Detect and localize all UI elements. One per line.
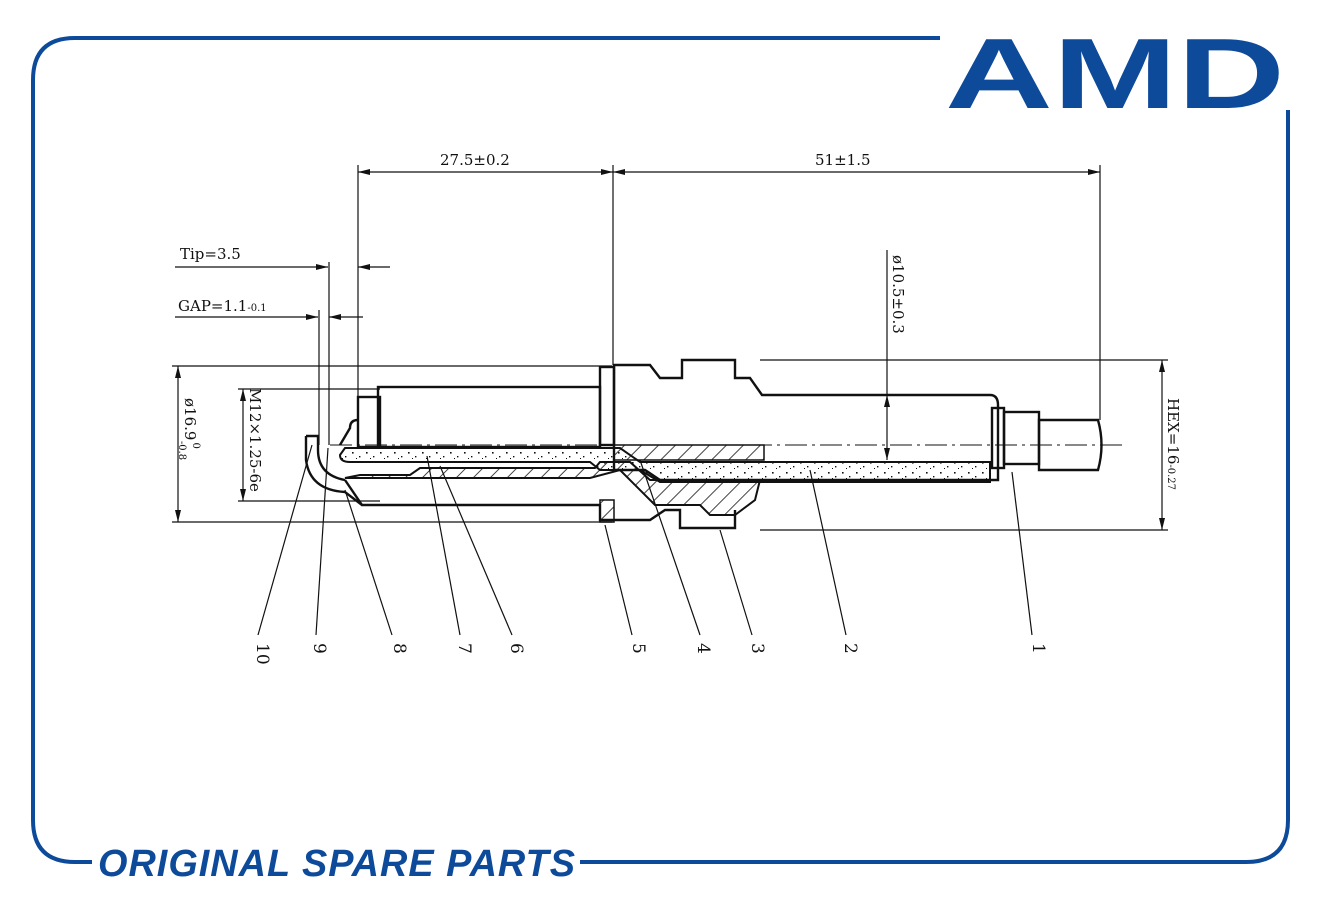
amd-logo: AMD xyxy=(945,18,1285,130)
part-label-10: 10 xyxy=(252,643,272,665)
part-label-5: 5 xyxy=(628,643,648,654)
length-a-label: 27.5±0.2 xyxy=(440,151,510,169)
insulator-diameter-label: ø10.5±0.3 xyxy=(889,255,907,334)
part-label-8: 8 xyxy=(389,643,409,654)
part-label-3: 3 xyxy=(747,643,767,654)
part-label-1: 1 xyxy=(1028,643,1048,654)
original-spare-parts-text: ORIGINAL SPARE PARTS xyxy=(98,843,576,885)
part-label-6: 6 xyxy=(506,643,526,654)
hex-label: HEX=16-0.27 xyxy=(1164,398,1182,490)
length-dimensions: 27.5±0.2 51±1.5 xyxy=(357,151,1101,445)
length-b-label: 51±1.5 xyxy=(815,151,871,169)
part-label-4: 4 xyxy=(693,643,713,654)
spark-plug-body xyxy=(304,358,1125,530)
frame-border xyxy=(31,36,1290,864)
hex-insulator-dimensions: HEX=16-0.27 ø10.5±0.3 xyxy=(760,250,1182,531)
part-label-2: 2 xyxy=(840,643,860,654)
tip-label: Tip=3.5 xyxy=(180,245,241,263)
part-leaders xyxy=(257,444,1033,636)
thread-label: M12×1.25-6e xyxy=(246,388,264,492)
part-label-9: 9 xyxy=(309,643,329,654)
tip-gap-dimensions: Tip=3.5 GAP=1.1-0.1 xyxy=(175,245,390,445)
body-diameter-dimensions: ø16.90-0.8 M12×1.25-6e xyxy=(172,365,612,523)
part-label-7: 7 xyxy=(454,643,474,654)
gap-label: GAP=1.1-0.1 xyxy=(178,297,267,315)
part-labels: 10 9 8 7 6 5 4 3 2 1 xyxy=(252,643,1048,665)
body-diameter-label: ø16.90-0.8 xyxy=(176,398,201,460)
